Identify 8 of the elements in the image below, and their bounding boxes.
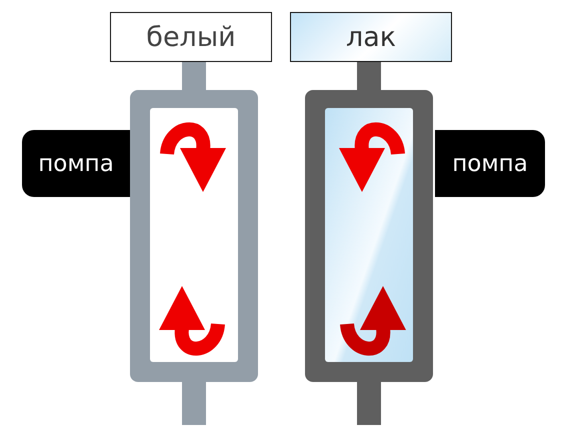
node-label: помпа <box>452 150 528 176</box>
pump-tab <box>435 130 545 197</box>
node-label: белый <box>146 22 236 52</box>
node-label: помпа <box>38 150 114 176</box>
label-box <box>290 12 452 62</box>
pump-tab <box>22 130 130 197</box>
node-label: лак <box>346 22 396 52</box>
label-box <box>110 12 272 62</box>
